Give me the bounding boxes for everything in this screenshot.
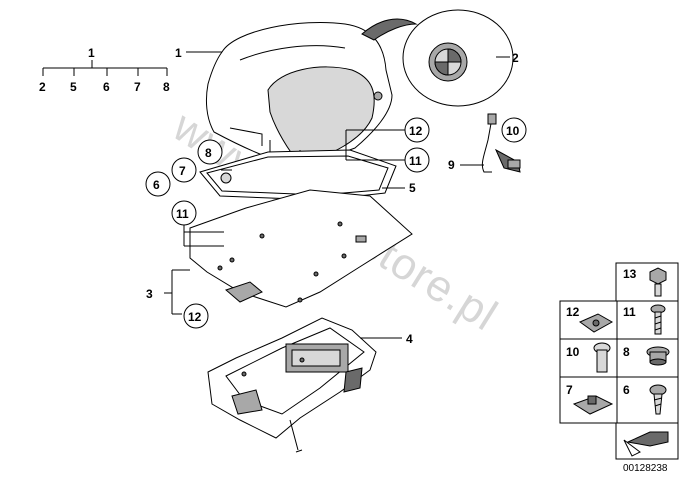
- spring-nut-icon: [572, 395, 614, 415]
- clip-nut-icon: [578, 313, 614, 333]
- self-tapping-screw-icon: [649, 384, 667, 415]
- hardware-number: 7: [566, 383, 573, 397]
- callout-8-label: 8: [205, 146, 212, 160]
- hardware-number: 11: [623, 305, 636, 319]
- assembly-child-label: 7: [134, 80, 141, 94]
- rubber-grommet-icon: [646, 346, 670, 366]
- callout-8: 8: [197, 139, 223, 165]
- torx-screw-icon: [650, 304, 666, 335]
- emblem-label: 2: [512, 51, 519, 65]
- callout-11-right-label: 11: [409, 154, 422, 168]
- emblem-detail: [361, 9, 514, 107]
- callout-10-label: 10: [506, 124, 520, 138]
- assembly-child-label: 6: [103, 80, 110, 94]
- hex-bolt-icon: [649, 267, 667, 297]
- hardware-number: 10: [566, 345, 580, 359]
- callout-10: 10: [501, 117, 527, 143]
- base-plate-drawing: [189, 189, 413, 308]
- callout-12-bottom: 12: [183, 303, 209, 329]
- carrier-frame-drawing: [207, 317, 377, 453]
- assembly-head-label: 1: [88, 46, 95, 60]
- assembly-child-label: 5: [70, 80, 77, 94]
- callout-6-label: 6: [153, 178, 160, 192]
- callout-11-left-label: 11: [176, 207, 189, 221]
- assembly-tree: 1 2 5 6 7 8: [39, 46, 170, 94]
- callout-11-left: 11: [171, 200, 197, 226]
- arrow-icon: [623, 431, 669, 457]
- cable-label: 9: [448, 158, 455, 172]
- hardware-number: 13: [623, 267, 637, 281]
- cable-drawing: [481, 113, 521, 173]
- callout-12-right-label: 12: [409, 124, 423, 138]
- callout-11-right: 11: [404, 147, 430, 173]
- gasket-label: 5: [409, 181, 416, 195]
- callout-7-label: 7: [179, 164, 186, 178]
- hardware-number: 6: [623, 383, 630, 397]
- doc-number: 00128238: [623, 463, 668, 474]
- topcase-label: 1: [175, 46, 182, 60]
- assembly-child-label: 2: [39, 80, 46, 94]
- hardware-number: 8: [623, 345, 630, 359]
- callout-12-bottom-label: 12: [188, 310, 202, 324]
- base-plate-label: 3: [146, 287, 153, 301]
- callout-12-right: 12: [404, 117, 430, 143]
- gasket-drawing: [199, 149, 397, 201]
- carrier-frame-label: 4: [406, 332, 413, 346]
- hardware-grid: 13 12 11 10 8 7: [559, 262, 679, 474]
- assembly-child-label: 8: [163, 80, 170, 94]
- hardware-number: 12: [566, 305, 580, 319]
- callout-6: 6: [145, 171, 171, 197]
- rivet-pin-icon: [593, 342, 611, 373]
- callout-7: 7: [171, 157, 197, 183]
